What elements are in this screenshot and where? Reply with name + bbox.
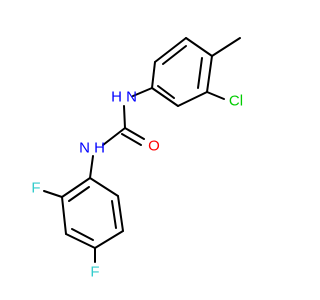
bond	[162, 45, 187, 65]
fluoro-bond	[43, 190, 63, 198]
bond	[89, 177, 119, 197]
atom-label-fluorine-ortho: F	[31, 180, 40, 197]
bond	[151, 87, 179, 107]
bond	[177, 91, 208, 107]
atom-label-nh-bottom: N H	[79, 140, 105, 157]
bond	[102, 127, 126, 146]
bond	[154, 37, 187, 63]
bond	[185, 37, 213, 57]
upper-phenyl-ring	[151, 37, 213, 107]
bond	[111, 200, 117, 229]
bond	[71, 228, 94, 241]
methyl-bond	[211, 37, 241, 57]
bond	[89, 155, 94, 179]
bond	[117, 195, 124, 232]
bond	[206, 55, 213, 93]
atom-label-fluorine-para: F	[90, 264, 99, 281]
lower-phenyl-ring	[61, 177, 124, 249]
bond	[197, 57, 203, 89]
carbonyl-double-bond	[124, 127, 145, 140]
bond	[65, 233, 96, 249]
bond	[94, 230, 124, 249]
bond	[61, 177, 91, 198]
bond	[68, 186, 90, 202]
molecule-structure: H N N H O Cl F F	[31, 37, 243, 281]
atom-label-chlorine: Cl	[229, 93, 243, 110]
chloro-bond	[206, 91, 225, 100]
atom-label-oxygen: O	[148, 138, 160, 155]
bond	[151, 61, 156, 89]
bond	[61, 196, 67, 235]
bond	[157, 85, 175, 99]
bond	[132, 87, 153, 97]
atom-label-nh-top: H N	[111, 89, 137, 106]
carbonyl-double-bond	[121, 133, 142, 146]
bond	[123, 105, 126, 129]
